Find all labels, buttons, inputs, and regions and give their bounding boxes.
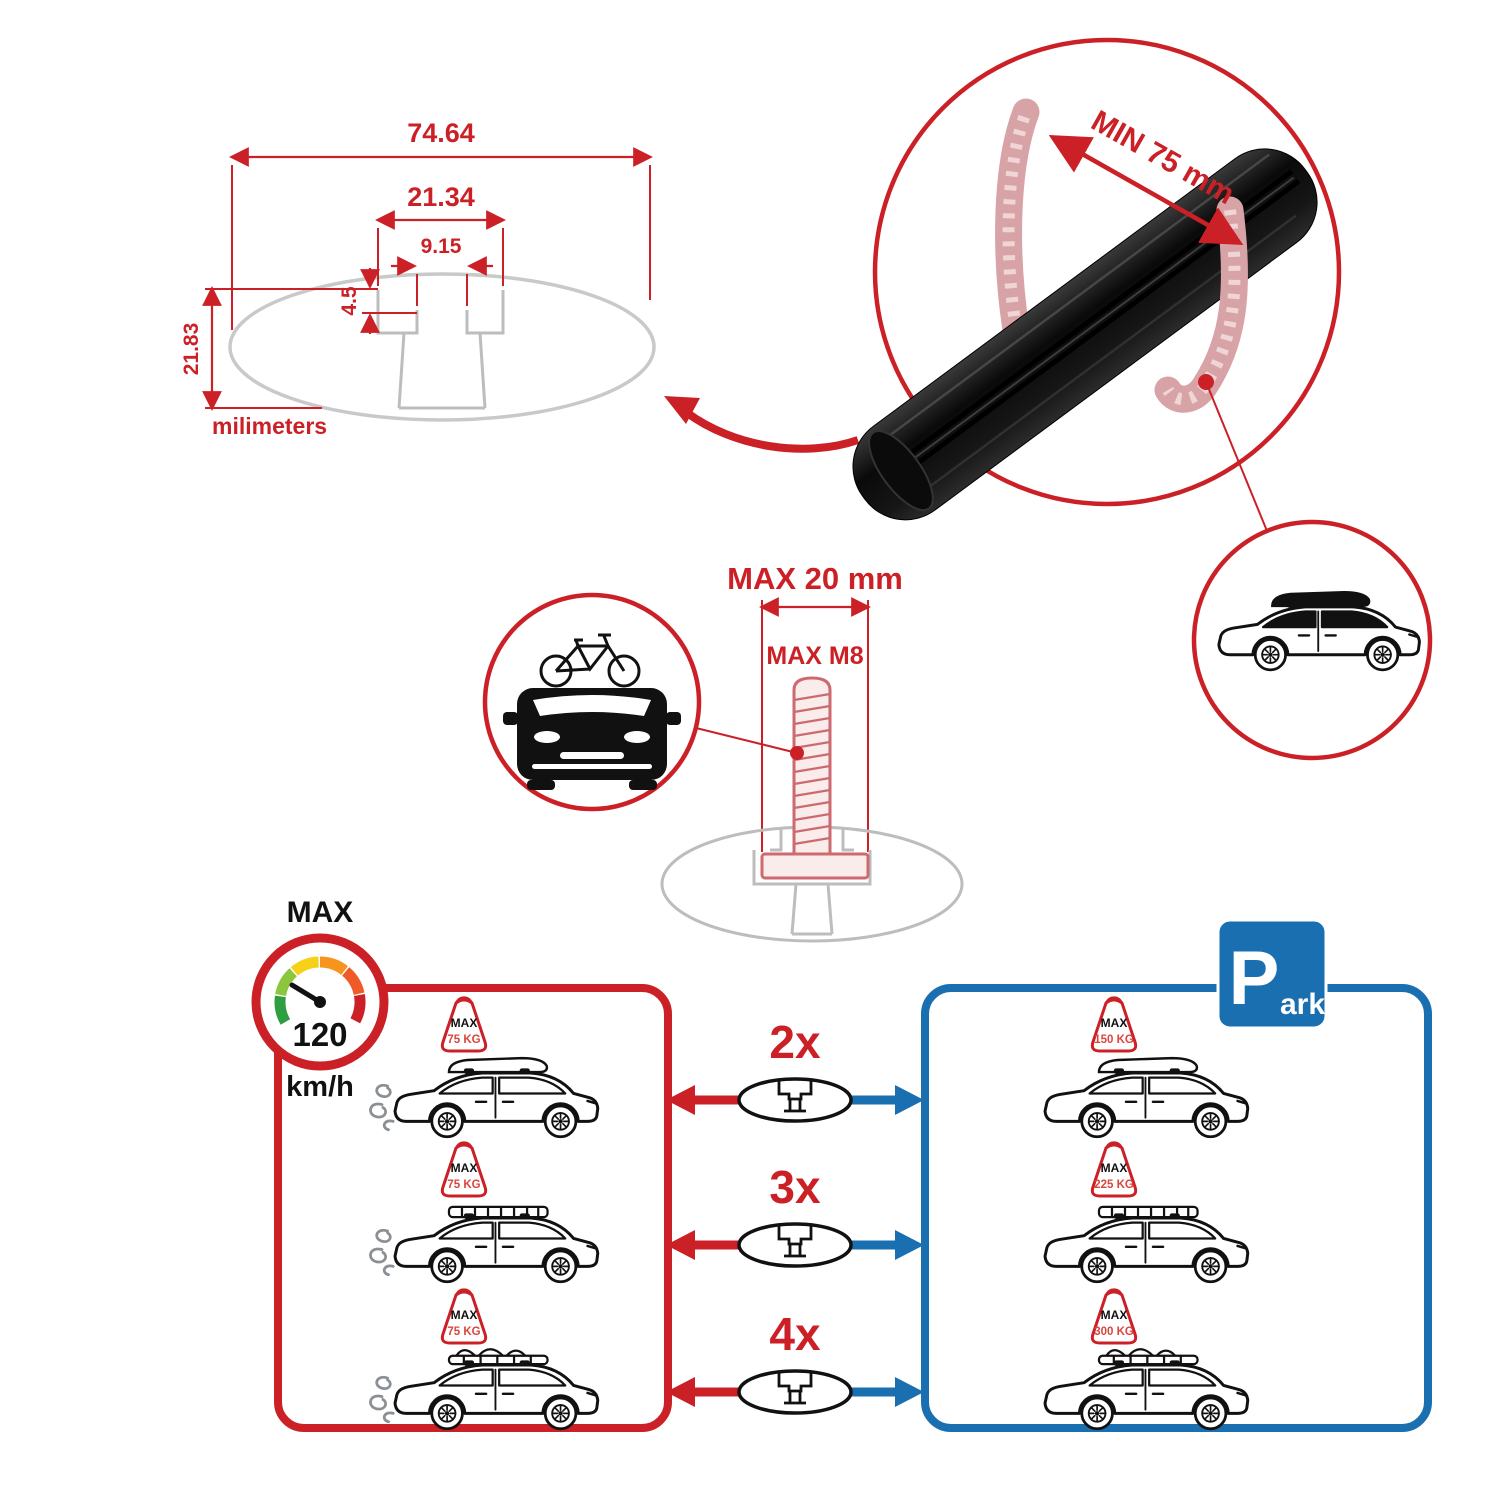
roof-basket-icon — [1097, 1205, 1199, 1219]
speedometer-gauge — [274, 956, 366, 1025]
load-sign-value: 300 KG — [1094, 1326, 1134, 1338]
dual-arrow-crossbar-icon — [666, 1079, 924, 1121]
car-icon — [395, 1360, 598, 1428]
park-sign-plate — [1216, 918, 1328, 1030]
driving-vs-parked-chart: MAX 120 km/h P ark 2x — [251, 896, 1432, 1432]
speed-max-label: MAX — [287, 896, 354, 929]
bolt-max-length-label: MAX 20 mm — [727, 561, 903, 596]
multiplier-label: 3x — [769, 1161, 821, 1213]
dimension-total-width-value: 74.64 — [407, 118, 475, 148]
multiplier-label: 2x — [769, 1016, 821, 1068]
dimension-slot-width: 21.34 — [375, 182, 506, 286]
load-sign-value: 75 KG — [447, 1034, 480, 1046]
roof-cargo-icon — [1097, 1348, 1199, 1366]
roof-box-icon — [447, 1056, 549, 1074]
connector-clamp-to-suv — [1205, 381, 1268, 532]
dimension-profile-height-value: 21.83 — [180, 323, 203, 376]
roof-load-sign: MAX 300 KG — [1090, 1288, 1138, 1345]
dimension-inner-slot: 9.15 — [391, 235, 493, 306]
load-sign-max-label: MAX — [451, 1308, 478, 1322]
bar-closeup-badge: MIN 75 mm — [852, 37, 1342, 521]
t-slot-profile — [376, 290, 505, 410]
parked-car-2 — [1045, 1205, 1248, 1282]
speed-limit-badge: MAX 120 km/h — [251, 896, 389, 1103]
pointer-arrow-to-diagram — [664, 396, 860, 453]
dimension-inner-slot-value: 9.15 — [421, 235, 462, 258]
speed-unit: km/h — [286, 1071, 354, 1103]
load-sign-max-label: MAX — [1101, 1161, 1128, 1175]
park-letter: P — [1229, 936, 1280, 1021]
dual-arrow-crossbar-icon — [666, 1371, 924, 1413]
bike-on-car-badge — [482, 592, 798, 812]
parked-cars: MAX 150 KG MAX 225 KG MAX 300 KG — [1045, 996, 1248, 1429]
car-icon — [395, 1068, 598, 1136]
roof-load-sign: MAX 150 KG — [1090, 996, 1138, 1053]
exhaust-smoke-icon — [369, 1228, 395, 1277]
connector-badge-to-bolt — [695, 727, 798, 754]
load-sign-max-label: MAX — [1101, 1308, 1128, 1322]
car-front-icon — [503, 688, 681, 790]
exhaust-smoke-icon — [369, 1375, 395, 1424]
parked-panel — [921, 984, 1432, 1432]
car-icon — [1045, 1360, 1248, 1428]
car-icon — [1045, 1213, 1248, 1281]
dual-arrow-crossbar-icon — [666, 1224, 924, 1266]
bar-count-row-1: 2x — [666, 1016, 924, 1121]
roof-box-icon — [1097, 1056, 1199, 1074]
multiplier-label: 4x — [769, 1308, 821, 1360]
driving-car-2 — [369, 1205, 598, 1282]
parked-car-3 — [1045, 1348, 1248, 1429]
load-sign-max-label: MAX — [451, 1016, 478, 1030]
t-bolt — [760, 676, 870, 880]
exhaust-smoke-icon — [369, 1083, 395, 1132]
gauge-hub — [314, 996, 326, 1008]
car-icon — [395, 1213, 598, 1281]
roof-load-sign: MAX 75 KG — [440, 1141, 488, 1198]
roof-load-sign: MAX 75 KG — [440, 996, 488, 1053]
clamp-strap-rear — [995, 98, 1040, 344]
roof-load-sign: MAX 75 KG — [440, 1288, 488, 1345]
dimension-lip-depth: 4.5 — [338, 268, 417, 334]
roof-basket-icon — [447, 1205, 549, 1219]
roof-box-icon — [1271, 590, 1371, 608]
dimension-total-width: 74.64 — [229, 118, 653, 330]
load-sign-max-label: MAX — [451, 1161, 478, 1175]
bolt-max-thread-label: MAX M8 — [766, 642, 863, 670]
driving-cars: MAX 75 KG MAX 75 KG MAX 75 KG — [369, 996, 598, 1429]
driving-car-1 — [369, 1056, 598, 1137]
t-bolt-head — [760, 852, 870, 880]
dimension-slot-width-value: 21.34 — [407, 182, 475, 212]
speed-value: 120 — [292, 1016, 347, 1053]
load-sign-value: 75 KG — [447, 1326, 480, 1338]
roofbox-suv-badge — [1191, 519, 1433, 761]
park-suffix: ark — [1280, 988, 1325, 1021]
load-sign-value: 75 KG — [447, 1179, 480, 1191]
bar-count-rows: 2x 3x 4x — [666, 1016, 924, 1413]
car-icon — [1045, 1068, 1248, 1136]
crossbar-cross-section-diagram: 74.64 21.34 9.15 4.5 21.83 mi — [180, 118, 656, 439]
roof-cargo-icon — [447, 1348, 549, 1366]
bar-count-row-2: 3x — [666, 1161, 924, 1266]
roof-load-sign: MAX 225 KG — [1090, 1141, 1138, 1198]
units-label: milimeters — [212, 413, 327, 439]
driving-panel — [274, 984, 672, 1432]
bike-icon — [539, 633, 641, 688]
dimension-profile-height: 21.83 — [180, 286, 374, 411]
load-sign-max-label: MAX — [1101, 1016, 1128, 1030]
load-sign-value: 150 KG — [1094, 1034, 1134, 1046]
dimension-lip-depth-value: 4.5 — [338, 286, 361, 316]
crossbar-profile-ellipse — [228, 272, 656, 422]
load-sign-value: 225 KG — [1094, 1179, 1134, 1191]
bar-count-row-3: 4x — [666, 1308, 924, 1413]
bolt-spec-diagram: MAX 20 mm MAX M8 — [660, 561, 964, 943]
park-sign: P ark — [1216, 918, 1328, 1030]
parked-car-1 — [1045, 1056, 1248, 1137]
driving-car-3 — [369, 1348, 598, 1429]
